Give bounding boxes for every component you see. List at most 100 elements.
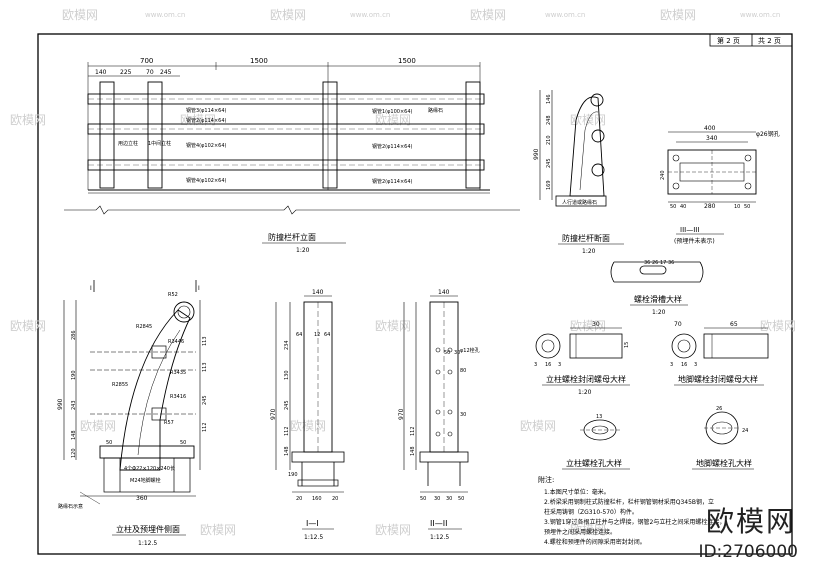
side-label-anchor: 4个Φ22×120×240长 xyxy=(124,465,175,472)
nut-post-dim-3a: 3 xyxy=(534,362,537,368)
cut1-dim-64a: 64 xyxy=(296,332,302,338)
slot-dim-17: 17 xyxy=(660,260,666,266)
hole-anchor-dim-24: 24 xyxy=(742,428,748,434)
section3-title: III—III xyxy=(680,226,699,234)
side-scale: 1:12.5 xyxy=(138,540,157,547)
svg-text:www.om.cn: www.om.cn xyxy=(740,11,780,19)
s3-dim-280: 280 xyxy=(704,203,716,210)
cut1-dim-64b: 64 xyxy=(324,332,330,338)
nut-post-dim-3b: 3 xyxy=(558,362,561,368)
section-scale: 1:20 xyxy=(582,248,596,255)
cut2-hole: φ12栓孔 xyxy=(460,347,480,354)
brand-logo-text: 欧模网 xyxy=(705,505,796,538)
cut2-dim-30: 30 xyxy=(454,350,460,356)
nut-anchor-dim-70: 70 xyxy=(674,321,682,328)
side-dim-243: 243 xyxy=(71,400,77,410)
elev-label-8: 路缘石 xyxy=(428,107,443,114)
slot-title: 螺栓滑槽大样 xyxy=(634,294,682,304)
cut2-title: II—II xyxy=(430,519,447,528)
cut1-dim-140: 140 xyxy=(312,289,324,296)
elevation-view: 700 1500 1500 140 225 70 245 钢管3(φ114×64… xyxy=(64,57,520,254)
watermark-row-mid2: 欧模网 欧模网 欧模网 欧模网 xyxy=(10,319,796,333)
section-title: 防撞栏杆断面 xyxy=(562,233,610,243)
svg-text:I: I xyxy=(90,285,92,292)
svg-text:欧模网: 欧模网 xyxy=(375,319,411,333)
watermark-row-mid3: 欧模网 欧模网 欧模网 xyxy=(80,419,556,433)
side-dim-120: 120 xyxy=(71,448,77,458)
cut1-dim-12: 12 xyxy=(314,332,320,338)
cut1-view: 140 64 12 64 970 234 130 245 112 148 190… xyxy=(270,289,345,541)
svg-text:欧模网: 欧模网 xyxy=(270,8,306,22)
section-dim-146: 146 xyxy=(546,94,552,104)
side-r3446: R3446 xyxy=(168,339,184,345)
side-r52: R52 xyxy=(168,292,178,298)
notes-block: 附注: 1.本图尺寸单位：毫米。 2.桥梁采用钢制柱式防撞栏杆，栏杆钢管钢材采用… xyxy=(538,475,725,546)
nut-post-scale: 1:20 xyxy=(578,389,592,396)
elev-dim-1500a: 1500 xyxy=(250,57,268,65)
cut2-dim-50: 50 xyxy=(444,350,450,356)
elev-dim-700: 700 xyxy=(140,57,153,65)
elev-dim-70: 70 xyxy=(146,69,154,76)
section-view: 990 146 248 210 245 169 人行道或路缘石 防撞栏杆断面 1… xyxy=(533,90,624,255)
section-dim-245: 245 xyxy=(546,158,552,168)
cut1-dim-970: 970 xyxy=(270,408,277,420)
nut-anchor-dim-16: 16 xyxy=(681,362,687,368)
nut-post-title: 立柱螺栓封闭螺母大样 xyxy=(546,374,626,384)
cut1-dim-20b: 20 xyxy=(332,496,338,502)
side-r57: R57 xyxy=(164,420,174,426)
s3-dim-hole: φ26钢孔 xyxy=(756,130,780,138)
side-dim-112: 112 xyxy=(202,422,208,432)
s3-dim-340: 340 xyxy=(706,135,718,142)
svg-text:欧模网: 欧模网 xyxy=(10,319,46,333)
notes-item-5: 预埋件之间采用螺栓连接。 xyxy=(544,528,616,536)
elev-label-5: 钢管2(φ114×64) xyxy=(372,143,413,150)
side-dim-50a: 50 xyxy=(106,440,112,446)
side-dim-245: 245 xyxy=(202,395,208,405)
section3-subtitle: (预埋件未表示) xyxy=(674,237,715,245)
slot-detail: 36 26 17 36 螺栓滑槽大样 1:20 xyxy=(610,260,704,316)
watermark-row-bottom: 欧模网 欧模网 欧模网 xyxy=(200,523,606,537)
elevation-scale: 1:20 xyxy=(296,247,310,254)
sheet-border xyxy=(37,33,793,555)
s3-dim-10: 10 xyxy=(734,204,740,210)
svg-text:www.om.cn: www.om.cn xyxy=(350,11,390,19)
hole-post-dim-13: 13 xyxy=(596,414,602,420)
cut2-dim-30c: 30 xyxy=(434,496,440,502)
cut1-dim-112: 112 xyxy=(284,426,290,436)
svg-text:欧模网: 欧模网 xyxy=(10,113,46,127)
slot-dim-36b: 36 xyxy=(668,260,674,266)
brand-id: ID:2706000 xyxy=(698,542,798,562)
cut1-scale: 1:12.5 xyxy=(304,534,323,541)
cut2-dim-50b: 50 xyxy=(458,496,464,502)
side-title: 立柱及预埋件侧面 xyxy=(116,524,180,534)
cut1-dim-234: 234 xyxy=(284,340,290,350)
side-dim-190: 190 xyxy=(71,370,77,380)
cut2-scale: 1:12.5 xyxy=(430,534,449,541)
hole-post-detail: 13 立柱螺栓孔大样 xyxy=(562,414,630,470)
nut-post-dim-15: 15 xyxy=(624,342,630,348)
cut1-dim-190: 190 xyxy=(288,472,298,478)
cut2-dim-970: 970 xyxy=(398,408,405,420)
svg-text:欧模网: 欧模网 xyxy=(290,419,326,433)
watermark-row-upper: www.om.cn www.om.cn www.om.cn www.om.cn xyxy=(145,11,780,19)
slot-scale: 1:20 xyxy=(652,309,666,316)
watermark-row-top: 欧模网 欧模网 欧模网 欧模网 xyxy=(62,8,696,22)
nut-post-dim-16: 16 xyxy=(545,362,551,368)
hole-post-title: 立柱螺栓孔大样 xyxy=(566,458,622,468)
elev-label-7: 钢管2(φ114×64) xyxy=(372,178,413,185)
svg-text:欧模网: 欧模网 xyxy=(62,8,98,22)
cut1-dim-160: 160 xyxy=(312,496,322,502)
section3-view: 400 340 φ26钢孔 240 50 40 280 10 50 III—II… xyxy=(660,125,780,245)
elev-dim-140: 140 xyxy=(95,69,107,76)
side-dim-286: 286 xyxy=(71,330,77,340)
hole-anchor-title: 地脚螺栓孔大样 xyxy=(696,458,752,468)
svg-text:www.om.cn: www.om.cn xyxy=(145,11,185,19)
svg-text:欧模网: 欧模网 xyxy=(375,523,411,537)
notes-heading: 附注: xyxy=(538,475,554,484)
section-dim-990: 990 xyxy=(533,148,540,160)
elev-label-1: 钢管3(φ114×64) xyxy=(186,107,227,114)
side-view: I I 990 286 190 243 148 120 113 113 245 … xyxy=(57,280,208,547)
cut2-dim-140: 140 xyxy=(438,289,450,296)
side-dim-990: 990 xyxy=(57,398,64,410)
nut-anchor-detail: 70 65 3 16 3 地脚螺栓封闭螺母大样 xyxy=(670,321,769,386)
